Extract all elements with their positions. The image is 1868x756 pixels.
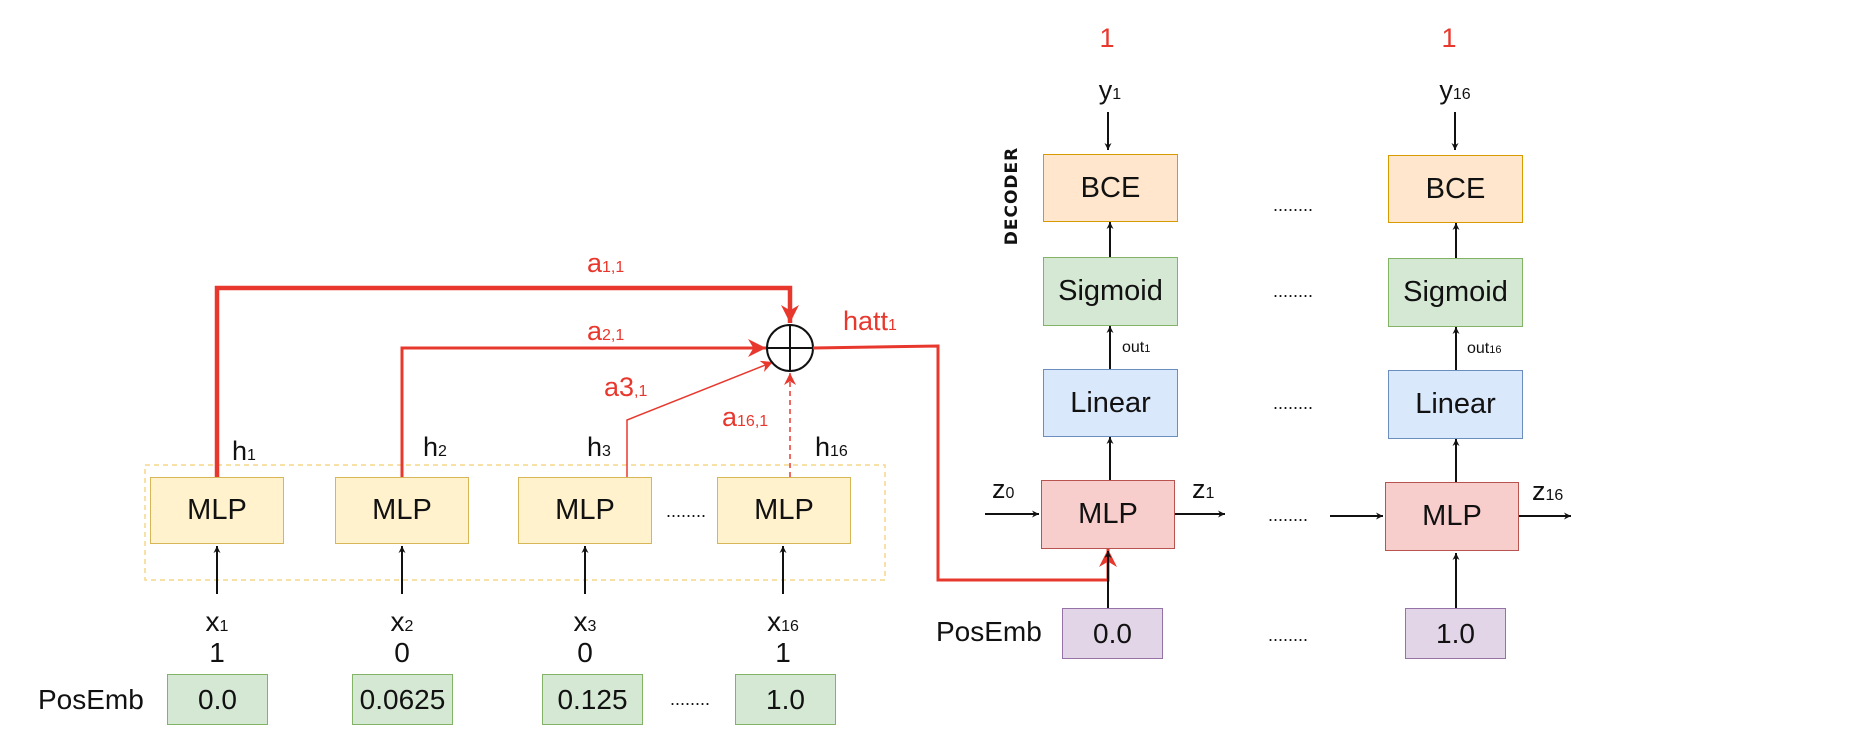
out-label: out1 (1122, 339, 1151, 356)
decoder-title: DECODER (1002, 146, 1022, 246)
target-value: 1 (1441, 23, 1457, 53)
encoder-mlp-box: MLP (717, 477, 851, 544)
sigmoid-box: Sigmoid (1043, 257, 1178, 326)
input-value: 1 (775, 637, 791, 668)
attention-output-label: hatt1 (843, 306, 897, 336)
encoder-group-outline (144, 464, 886, 581)
hidden-label: h2 (423, 432, 447, 462)
input-value: 0 (394, 637, 410, 668)
decoder-ellipsis: ........ (1273, 393, 1314, 413)
input-value: 1 (209, 637, 225, 668)
target-value: 1 (1099, 23, 1115, 53)
encoder-mlp-box: MLP (335, 477, 469, 544)
encoder-posemb-box: 1.0 (735, 674, 836, 725)
sigmoid-box: Sigmoid (1388, 258, 1523, 327)
encoder-posemb-box: 0.125 (542, 674, 643, 725)
decoder-ellipsis: ........ (1268, 625, 1309, 645)
attention-weight-label: a16,1 (722, 402, 769, 432)
attention-arrow-a11 (214, 285, 799, 477)
input-label: x16 (767, 606, 799, 637)
hidden-label: h16 (815, 432, 848, 462)
decoder-posemb-label: PosEmb (936, 616, 1042, 647)
decoder-ellipsis: ........ (1268, 505, 1309, 525)
input-label: x2 (390, 606, 414, 637)
input-label: x3 (573, 606, 597, 637)
encoder-posemb-box: 0.0625 (352, 674, 453, 725)
encoder-mlp-box: MLP (518, 477, 652, 544)
decoder-mlp-box: MLP (1385, 482, 1519, 551)
attention-weight-label: a1,1 (587, 248, 625, 278)
attention-weight-label: a2,1 (587, 316, 625, 346)
attention-arrow-a21 (400, 339, 766, 477)
output-label: y1 (1098, 75, 1122, 105)
linear-box: Linear (1388, 370, 1523, 439)
out-label: out16 (1467, 340, 1502, 357)
decoder-ellipsis: ........ (1273, 195, 1314, 215)
encoder-posemb-ellipsis: ........ (670, 689, 711, 709)
bce-box: BCE (1388, 155, 1523, 223)
z-in-label: z0 (992, 474, 1015, 504)
attention-weight-label: a3,1 (604, 372, 648, 402)
encoder-posemb-box: 0.0 (167, 674, 268, 725)
decoder-posemb-box: 0.0 (1062, 608, 1163, 659)
encoder-posemb-label: PosEmb (38, 684, 144, 715)
encoder-ellipsis: ........ (666, 501, 707, 521)
input-value: 0 (577, 637, 593, 668)
hidden-label: h1 (232, 436, 256, 466)
z-out-label: z16 (1532, 476, 1564, 506)
encoder-mlp-box: MLP (150, 477, 284, 544)
input-label: x1 (205, 606, 229, 637)
attention-arrow-a31 (626, 360, 774, 477)
hidden-label: h3 (587, 432, 611, 462)
decoder-ellipsis: ........ (1273, 281, 1314, 301)
decoder-mlp-box: MLP (1041, 480, 1175, 549)
output-label: y16 (1439, 75, 1471, 105)
sum-node-icon (766, 324, 814, 372)
linear-box: Linear (1043, 369, 1178, 437)
decoder-posemb-box: 1.0 (1405, 608, 1506, 659)
z-out-label: z1 (1192, 474, 1215, 504)
bce-box: BCE (1043, 154, 1178, 222)
